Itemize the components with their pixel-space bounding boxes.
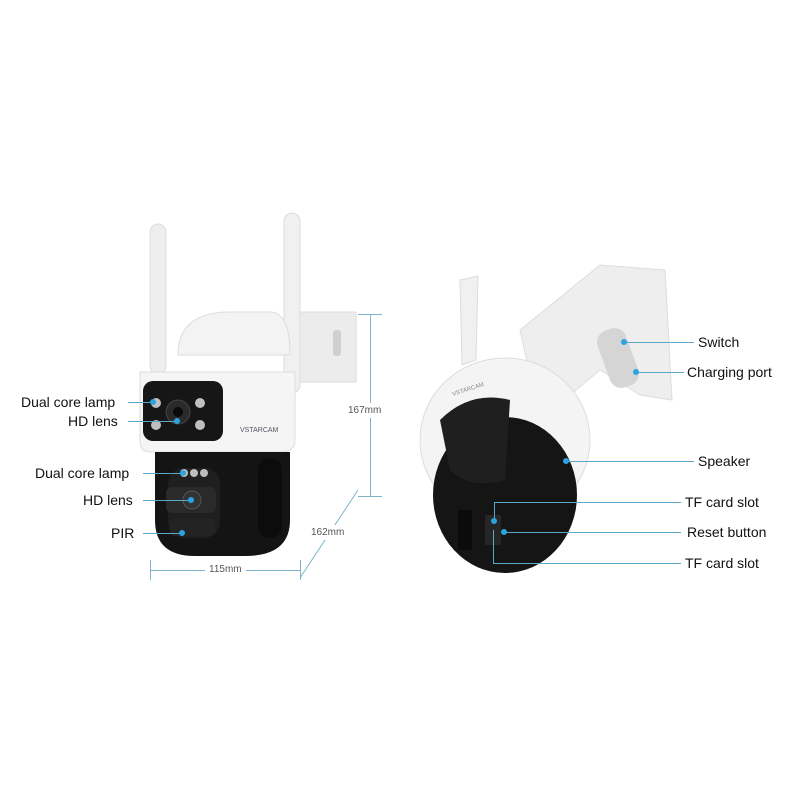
callout-dot — [563, 458, 569, 464]
label-tf-card-slot-1: TF card slot — [685, 494, 759, 510]
callout-line — [493, 530, 494, 563]
svg-text:VSTARCAM: VSTARCAM — [240, 427, 279, 434]
label-hd-lens-lower: HD lens — [83, 492, 133, 508]
callout-dot — [491, 518, 497, 524]
dimension-tick — [150, 560, 151, 580]
label-speaker: Speaker — [698, 453, 751, 469]
label-charging-port: Charging port — [687, 364, 772, 380]
label-switch: Switch — [698, 334, 740, 350]
dimension-tick — [358, 314, 382, 315]
label-dual-core-lamp-upper: Dual core lamp — [21, 394, 116, 410]
label-reset-button: Reset button — [687, 524, 767, 540]
callout-dot — [633, 369, 639, 375]
callout-line — [504, 532, 681, 533]
label-dual-core-lamp-lower: Dual core lamp — [35, 465, 130, 481]
dimension-tick — [300, 560, 301, 580]
callout-dot — [174, 418, 180, 424]
label-hd-lens-upper: HD lens — [68, 413, 118, 429]
callout-line — [494, 502, 495, 520]
callout-line — [143, 500, 189, 501]
callout-dot — [188, 497, 194, 503]
callout-line — [143, 473, 181, 474]
callout-line — [128, 421, 176, 422]
dimension-width: 115mm — [205, 564, 246, 575]
callout-line — [624, 342, 694, 343]
callout-line — [636, 372, 684, 373]
callout-line — [494, 502, 681, 503]
callout-dot — [150, 399, 156, 405]
callout-dot — [179, 530, 185, 536]
dimension-depth: 162mm — [311, 525, 345, 540]
callout-line — [566, 461, 694, 462]
dimension-height: 167mm — [348, 403, 382, 418]
dimension-tick — [358, 496, 382, 497]
label-tf-card-slot-2: TF card slot — [685, 555, 759, 571]
callout-dot — [180, 470, 186, 476]
callout-line — [128, 402, 152, 403]
callout-dot — [621, 339, 627, 345]
callout-dot — [501, 529, 507, 535]
label-pir: PIR — [111, 525, 135, 541]
callout-line — [493, 563, 681, 564]
callout-line — [143, 533, 179, 534]
